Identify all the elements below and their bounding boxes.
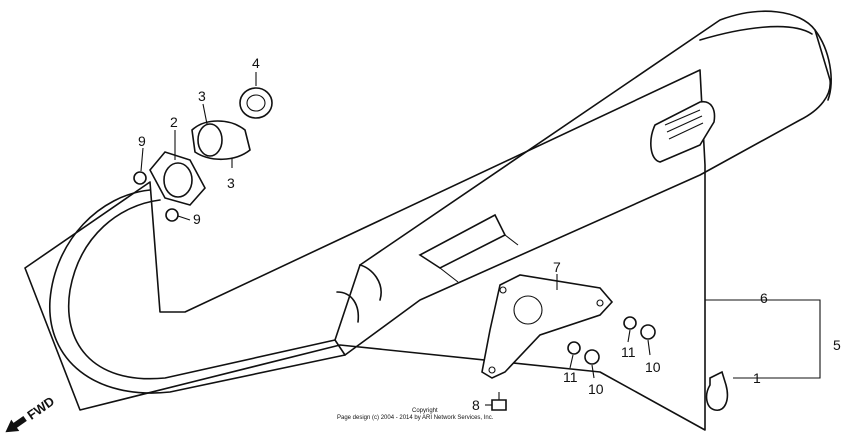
nut-10-upper: [640, 324, 656, 340]
callout-3-lower: 3: [227, 175, 235, 191]
callout-11-lower: 11: [563, 369, 578, 385]
fwd-arrow: FWD: [5, 393, 57, 433]
mount-bolt: [491, 399, 507, 411]
callout-9-upper: 9: [138, 133, 146, 149]
flange-nut-lower: [165, 208, 179, 222]
muffler-mount-bracket: [418, 213, 507, 269]
callout-11-upper: 11: [621, 344, 636, 360]
pipe-clamp: [705, 370, 729, 411]
flange-nut-upper: [133, 171, 147, 185]
fwd-label: FWD: [24, 393, 57, 422]
copyright-line-2: Page design (c) 2004 - 2014 by ARI Netwo…: [337, 415, 494, 421]
nut-10-lower: [584, 349, 600, 365]
callout-9-lower: 9: [193, 211, 201, 227]
callout-2: 2: [170, 114, 178, 130]
fwd-arrow-icon: [5, 415, 27, 433]
exhaust-gasket: [239, 87, 273, 119]
callout-6: 6: [760, 290, 768, 306]
callout-5: 5: [833, 337, 841, 353]
callout-8: 8: [472, 397, 480, 413]
heat-shield: [650, 100, 716, 163]
callout-10-lower: 10: [588, 381, 604, 397]
assembly-boundary: [24, 69, 706, 431]
exhaust-header-pipe: [68, 199, 336, 380]
copyright-line-1: Copyright: [412, 408, 438, 414]
callout-4: 4: [252, 55, 260, 71]
callout-3-upper: 3: [198, 88, 206, 104]
callout-1: 1: [753, 370, 761, 386]
nut-11-lower: [567, 341, 581, 355]
muffler-stay: [481, 274, 614, 379]
nut-11-upper: [623, 316, 637, 330]
callout-7: 7: [553, 259, 561, 275]
callout-10-upper: 10: [645, 359, 661, 375]
